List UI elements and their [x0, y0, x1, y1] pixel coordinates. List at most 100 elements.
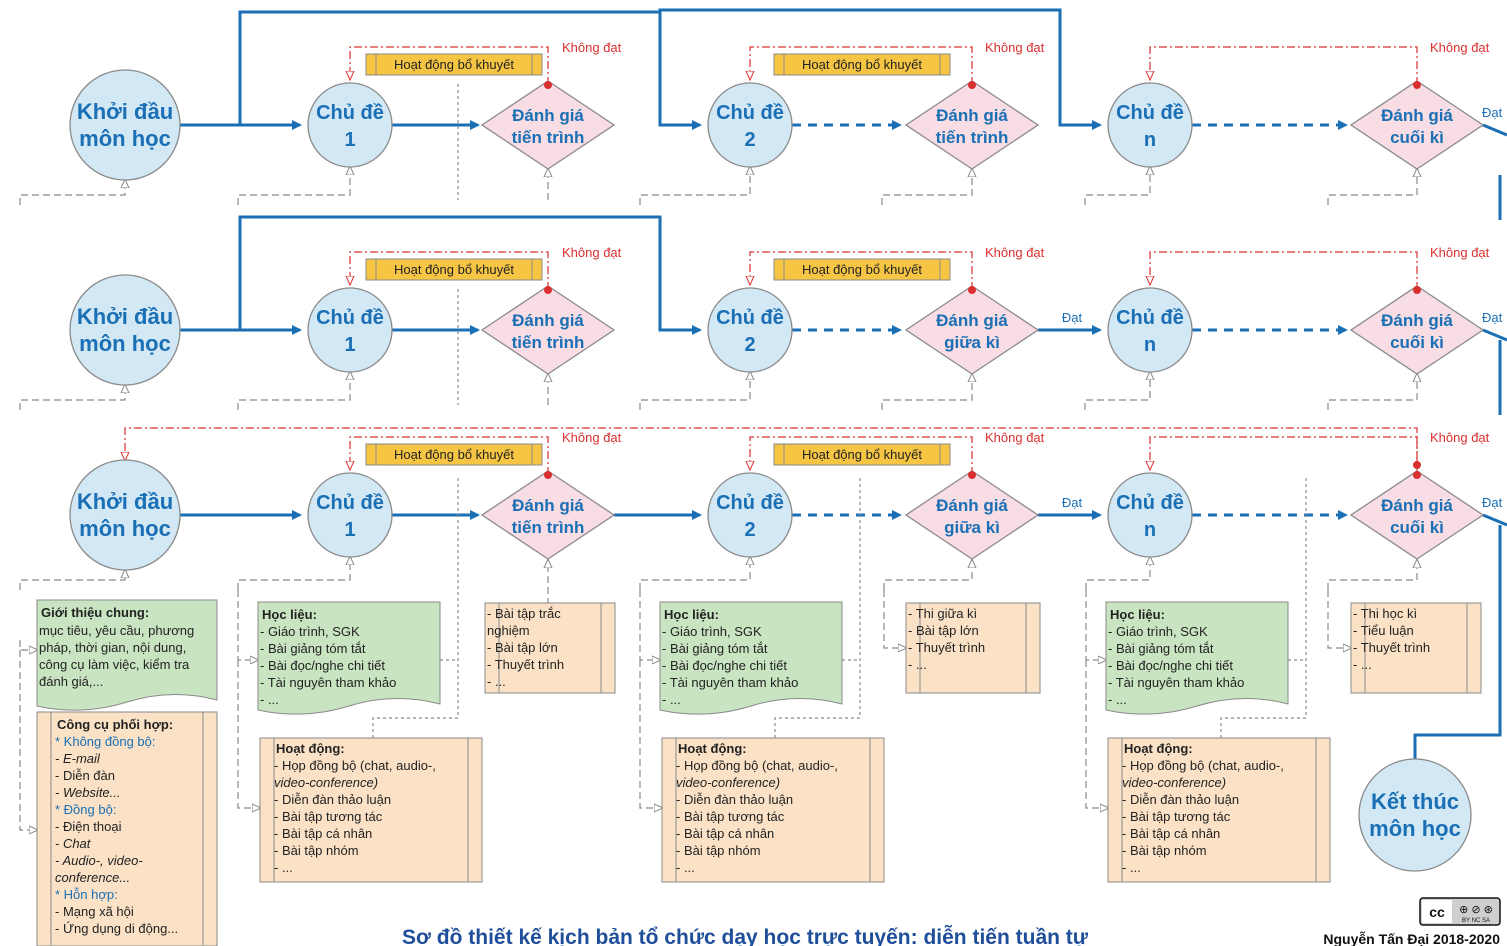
start-node [69, 274, 181, 386]
fail-label: Không đạt [562, 245, 622, 260]
fail-label: Không đạt [1430, 430, 1490, 445]
assessment-progress-node [904, 80, 1040, 170]
topic-2-node-label: 2 [744, 129, 755, 151]
assessment-progress-node-label: Đánh giá [512, 106, 584, 125]
resource-link [1084, 167, 1150, 205]
activities-panel-line: - Bài tập tương tác [274, 809, 383, 824]
activities-panel-line: - Họp đồng bộ (chat, audio-, [1122, 758, 1284, 773]
activities-panel [259, 737, 483, 883]
activities-panel-line: - Diễn đàn thảo luận [1122, 792, 1239, 807]
activities-panel-line: - Diễn đàn thảo luận [274, 792, 391, 807]
materials-panel-line: - Bài đọc/nghe chi tiết [1108, 658, 1233, 673]
topic-n-node-label: Chủ đề [1116, 492, 1184, 514]
remedial-box-label: Hoạt động bổ khuyết [802, 262, 922, 277]
resource-link [1327, 169, 1417, 205]
tools-panel-line: - Điện thoại [55, 819, 122, 834]
resource-link [19, 385, 125, 410]
activities-panel-line: - Bài tập nhóm [676, 843, 761, 858]
tools-panel-line: * Hỗn hợp: [55, 887, 118, 902]
fail-point [1413, 461, 1421, 469]
topic-1-node [307, 82, 393, 168]
activities-panel-line: - Họp đồng bộ (chat, audio-, [676, 758, 838, 773]
topic-n-node [1107, 472, 1193, 558]
fail-point [544, 81, 552, 89]
resource-link [19, 570, 125, 590]
fail-loop-line [350, 436, 549, 475]
materials-panel [1105, 601, 1289, 715]
assessment-mid-node-label: Đánh giá [936, 496, 1008, 515]
topic-2-node [707, 287, 793, 373]
tools-panel-line: - Mạng xã hội [55, 904, 134, 919]
activities-panel-line: - Diễn đàn thảo luận [676, 792, 793, 807]
activities-panel-line: - ... [676, 860, 695, 875]
topic-2-node-label: Chủ đề [716, 492, 784, 514]
fail-point [1413, 286, 1421, 294]
mid-panel-line: - Thuyết trình [908, 640, 985, 655]
fail-point [968, 471, 976, 479]
resource-link [237, 660, 260, 808]
resource-link [19, 640, 37, 650]
materials-panel-line: - Tài nguyên tham khảo [260, 675, 396, 690]
fail-point [1413, 81, 1421, 89]
tools-panel-line: - Ứng dụng di động... [55, 921, 178, 936]
start-node [69, 459, 181, 571]
assessment-mid-node [904, 285, 1040, 375]
materials-panel-line: - ... [1108, 692, 1127, 707]
assessment-final-node-label: Đánh giá [1381, 311, 1453, 330]
final-panel-line: - ... [1353, 657, 1372, 672]
topic-1-node-label: Chủ đề [316, 492, 384, 514]
start-node [69, 69, 181, 181]
resource-link [1085, 660, 1108, 808]
topic-n-node-label: n [1144, 519, 1156, 541]
license-badge-icons: ⊕ ⊘ ⊛ [1459, 904, 1493, 916]
assessment-final-node [1349, 285, 1485, 375]
activities-panel-line: - Họp đồng bộ (chat, audio-, [274, 758, 436, 773]
topic-1-node [307, 472, 393, 558]
activities-panel-title: Hoạt động: [1124, 741, 1193, 756]
assessment-progress-node-label: Đánh giá [936, 106, 1008, 125]
tools-panel-line: - Website... [55, 785, 121, 800]
materials-panel-line: - Tài nguyên tham khảo [1108, 675, 1244, 690]
activities-panel-line: - Bài tập tương tác [676, 809, 785, 824]
assessment-final-node-label: Đánh giá [1381, 496, 1453, 515]
tools-panel [36, 711, 218, 946]
assessment-progress-node-label: tiến trình [512, 333, 585, 352]
remedial-box [365, 258, 543, 281]
materials-panel-line: - Bài đọc/nghe chi tiết [260, 658, 385, 673]
remedial-box-label: Hoạt động bổ khuyết [802, 447, 922, 462]
progress-panel-line: - Thuyết trình [487, 657, 564, 672]
mid-panel-line: - Thi giữa kì [908, 606, 977, 621]
topic-n-node-label: n [1144, 334, 1156, 356]
end-node [1358, 758, 1472, 872]
flow-line [658, 8, 1102, 130]
remedial-box-label: Hoạt động bổ khuyết [802, 57, 922, 72]
activities-panel-line: - ... [274, 860, 293, 875]
flow-line [1482, 513, 1507, 527]
activities-panel-line: - Bài tập tương tác [1122, 809, 1231, 824]
resource-link [1085, 557, 1150, 590]
assessment-mid-node-label: Đánh giá [936, 311, 1008, 330]
fail-loop-line [350, 251, 549, 290]
tools-panel-line: - Chat [55, 836, 92, 851]
activities-panel-line: video-conference) [274, 775, 378, 790]
topic-1-node-label: Chủ đề [316, 102, 384, 124]
fail-loop-line [1150, 251, 1418, 290]
activities-panel-line: video-conference) [676, 775, 780, 790]
topic-n-node-label: n [1144, 129, 1156, 151]
assessment-progress-node [480, 285, 616, 375]
fail-loop-line [750, 436, 973, 475]
materials-panel-title: Học liệu: [1110, 607, 1165, 622]
materials-panel-line: - Giáo trình, SGK [260, 624, 360, 639]
activities-panel-line: - Bài tập cá nhân [676, 826, 774, 841]
activities-panel-line: - Bài tập cá nhân [274, 826, 372, 841]
materials-panel [659, 601, 843, 715]
flow-line [238, 215, 702, 335]
start-node-label: môn học [79, 516, 171, 541]
author-credit: Nguyễn Tấn Đại 2018-2020 [1323, 931, 1500, 946]
fail-label: Không đạt [562, 430, 622, 445]
fail-label: Không đạt [1430, 245, 1490, 260]
fail-loop-line [1150, 436, 1418, 475]
resource-link [639, 557, 750, 590]
resource-link [1327, 590, 1351, 648]
